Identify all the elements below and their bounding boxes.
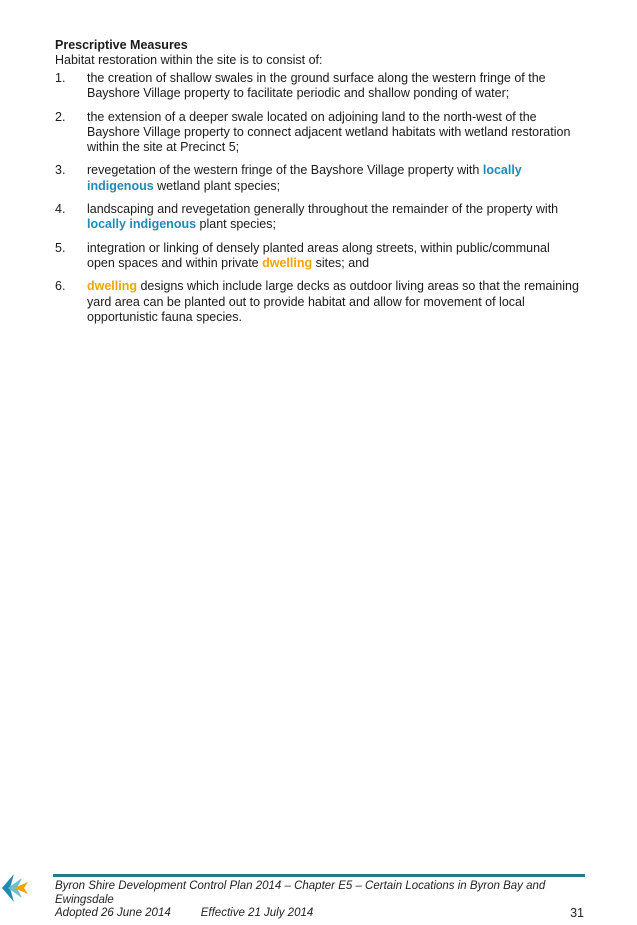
list-item-text: dwelling designs which include large dec… bbox=[87, 279, 579, 324]
text-run: the creation of shallow swales in the gr… bbox=[87, 71, 546, 101]
list-item: 4. landscaping and revegetation generally… bbox=[55, 202, 580, 233]
byron-shire-logo-icon bbox=[2, 874, 28, 902]
text-run: landscaping and revegetation generally t… bbox=[87, 202, 559, 217]
list-item-number: 4. bbox=[55, 202, 66, 217]
list-item: 5. integration or linking of densely plan… bbox=[55, 241, 580, 272]
list-item-text: revegetation of the western fringe of th… bbox=[87, 163, 522, 192]
text-run: sites; and bbox=[312, 255, 370, 270]
list-item-number: 1. bbox=[55, 71, 66, 85]
text-run: revegetation of the western fringe of th… bbox=[87, 163, 483, 178]
text-run: the extension of a deeper swale located … bbox=[87, 109, 571, 155]
defined-term-link: dwelling bbox=[262, 255, 313, 270]
list-item: 1. the creation of shallow swales in the … bbox=[55, 71, 580, 102]
list-item-text: the creation of shallow swales in the gr… bbox=[87, 71, 546, 100]
text-run: wetland plant species; bbox=[153, 178, 281, 193]
list-item-text: integration or linking of densely plante… bbox=[87, 241, 550, 270]
list-item: 3. revegetation of the western fringe of … bbox=[55, 163, 580, 194]
list-item-number: 2. bbox=[55, 109, 66, 124]
text-run: designs which include large decks as out… bbox=[87, 279, 579, 324]
list-item-number: 3. bbox=[55, 163, 66, 178]
footer-dates: Adopted 26 June 2014 Effective 21 July 20… bbox=[55, 907, 343, 919]
section-heading: Prescriptive Measures bbox=[55, 38, 188, 52]
text-run: plant species; bbox=[196, 217, 276, 232]
defined-term-link: locally indigenous bbox=[87, 217, 197, 232]
list-item-number: 6. bbox=[55, 279, 66, 294]
list-item: 6. dwelling designs which include large d… bbox=[55, 279, 580, 325]
list-item-text: the extension of a deeper swale located … bbox=[87, 110, 570, 155]
footer-rule bbox=[53, 874, 585, 877]
text-run: integration or linking of densely plante… bbox=[87, 240, 550, 270]
section-intro: Habitat restoration within the site is t… bbox=[55, 53, 323, 67]
defined-term-link: locally indigenous bbox=[87, 163, 522, 193]
list-item-text: landscaping and revegetation generally t… bbox=[87, 202, 558, 231]
page-number: 31 bbox=[570, 906, 584, 920]
list-item-number: 5. bbox=[55, 240, 66, 255]
footer-document-title: Byron Shire Development Control Plan 201… bbox=[55, 880, 546, 906]
measures-list: 1. the creation of shallow swales in the … bbox=[55, 71, 580, 333]
list-item: 2. the extension of a deeper swale locate… bbox=[55, 110, 580, 156]
footer-effective-date: Effective 21 July 2014 bbox=[200, 907, 314, 919]
footer-adopted-date: Adopted 26 June 2014 bbox=[55, 907, 171, 919]
defined-term-link: dwelling bbox=[87, 279, 137, 294]
